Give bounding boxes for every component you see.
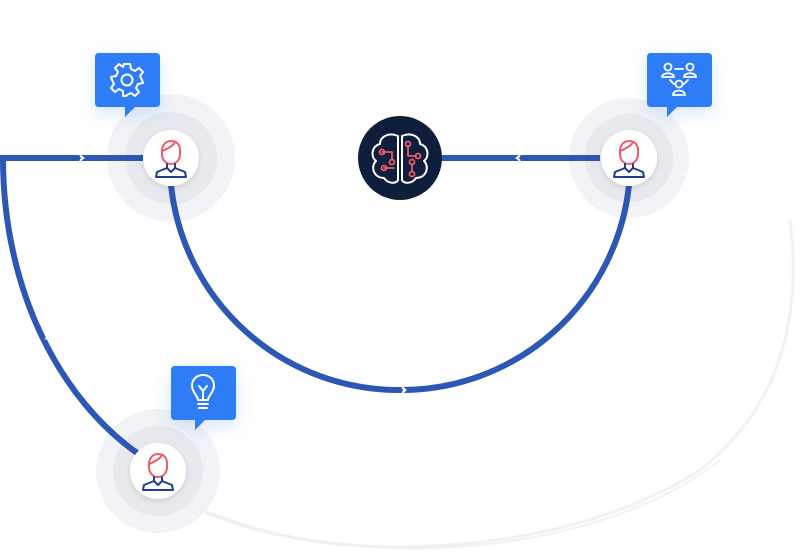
arrow-semicircle [400,384,407,396]
bubble-bottom [171,366,236,430]
brain-circuit-icon [371,133,429,184]
bubble-left [95,53,160,117]
flow-paths [0,155,632,458]
background-arc-outer [209,459,721,550]
hub-node [358,116,442,200]
person-node-right [601,130,657,186]
bubble-right [647,53,712,117]
path-semicircle [168,184,632,394]
path-edge-bottom [0,157,142,458]
team-network-icon [661,62,697,96]
arrow-hub-right [515,153,522,163]
person-icon [155,140,187,178]
person-node-bottom [130,443,186,499]
arrow-left-edge [78,153,85,163]
gear-icon [110,63,144,97]
person-icon [613,140,645,178]
person-icon [142,453,174,491]
arrow-edge-bottom [44,332,53,342]
background-arc [189,219,795,549]
lightbulb-icon [191,374,215,409]
flow-arrows [44,153,522,396]
person-node-left [143,130,199,186]
